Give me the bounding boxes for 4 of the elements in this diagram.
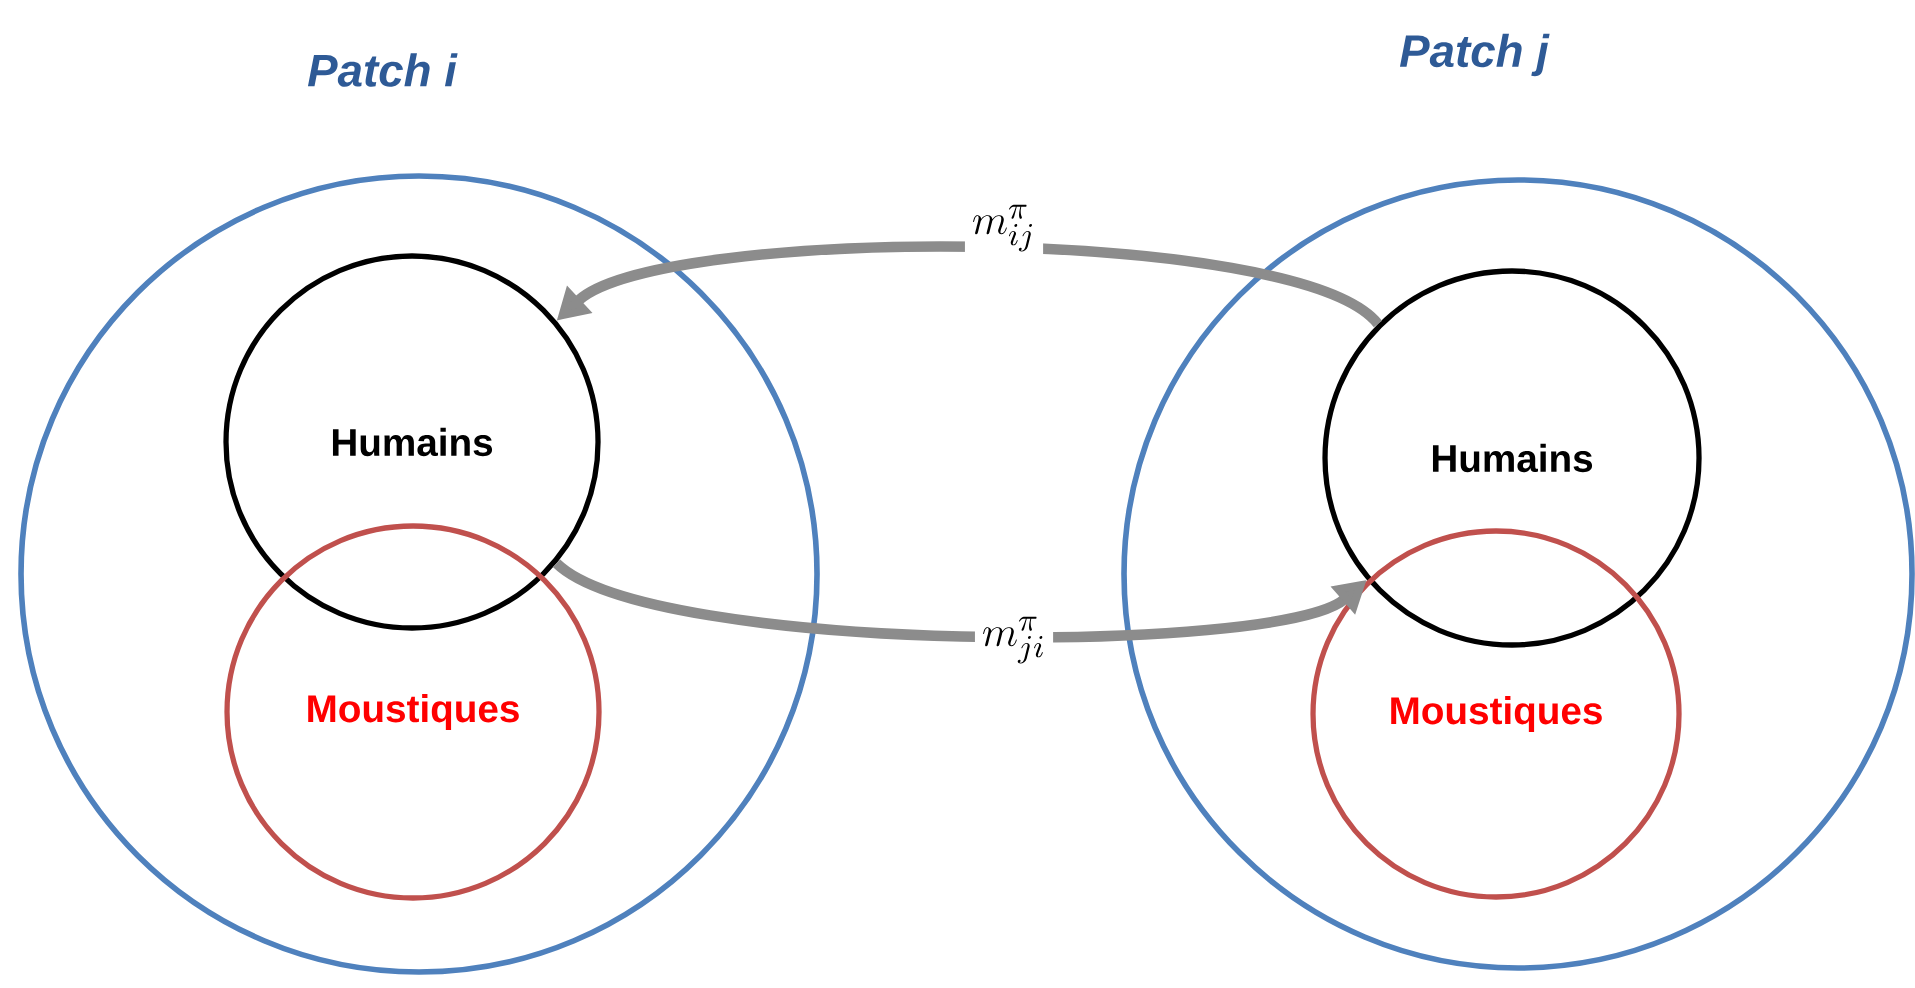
edge-label: $m_{ji}^{\pi}$	[974, 609, 1054, 671]
patch-title: Patch j	[1399, 33, 1550, 77]
patch-title: Patch i	[307, 53, 458, 87]
edge-label: $m_{ij}^{\pi}$	[964, 197, 1044, 259]
